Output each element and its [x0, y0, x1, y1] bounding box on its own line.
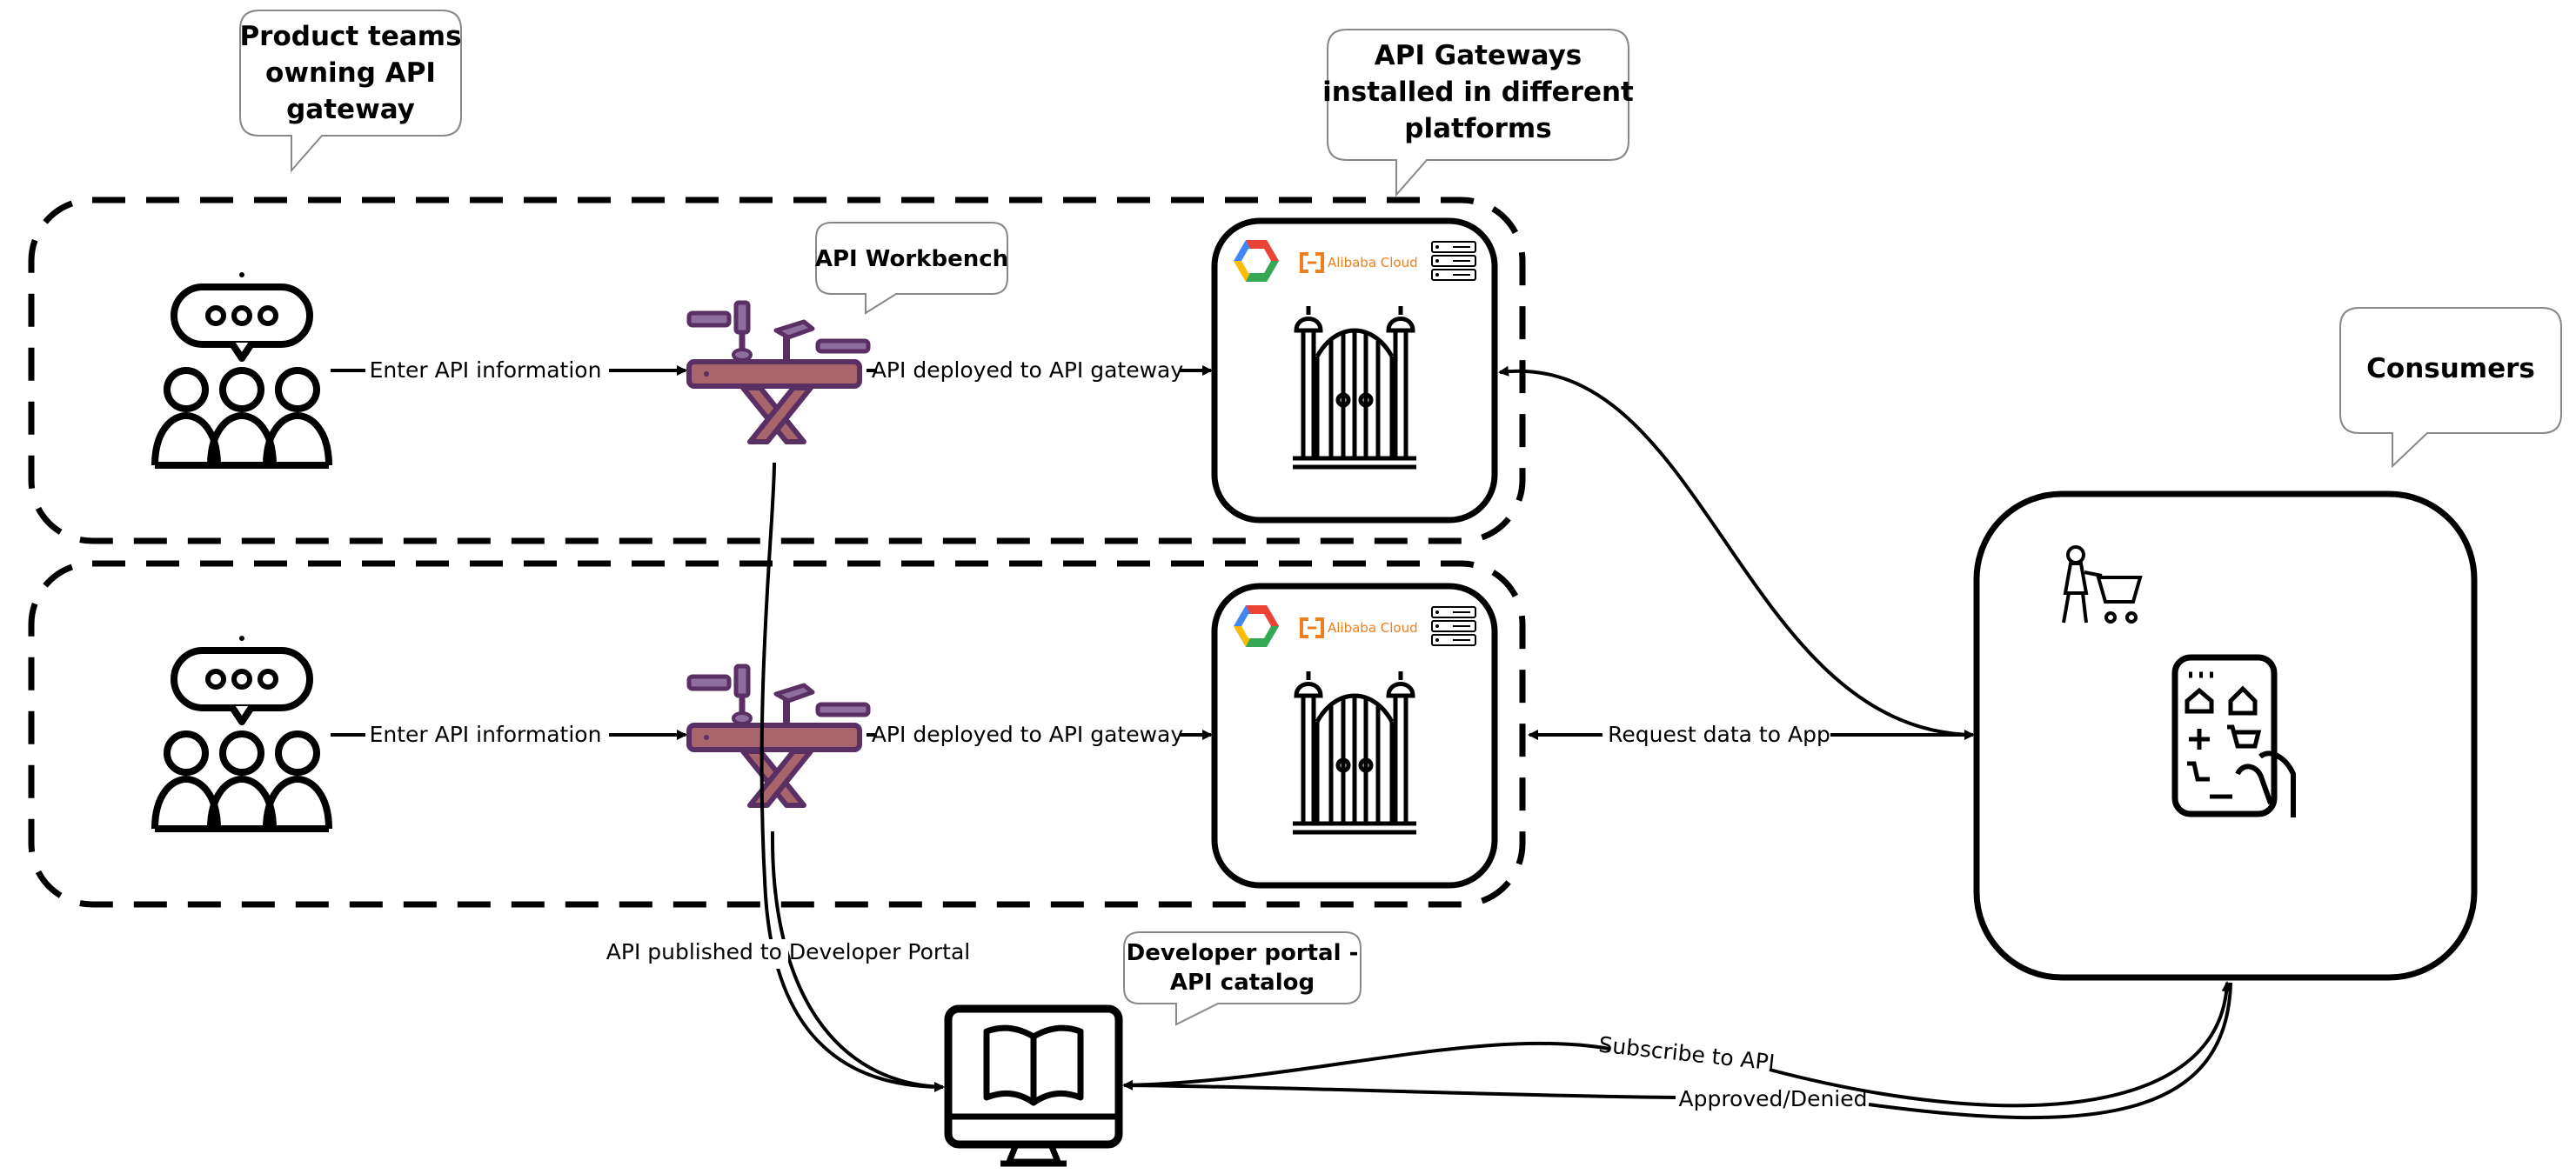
edge-label-deployed-1: API deployed to API gateway [872, 357, 1184, 383]
edge-label-request-data: Request data to App [1608, 722, 1830, 747]
edge-gateway-1-to-consumers [1498, 365, 1974, 737]
edge-label-subscribe: Subscribe to API [1597, 1031, 1776, 1075]
edge-label-deployed-2: API deployed to API gateway [872, 722, 1184, 747]
team-icon [155, 272, 329, 465]
callout-product-teams-line-1: Product teams [239, 21, 461, 52]
callout-product-teams: Product teams owning API gateway [239, 10, 462, 173]
callout-product-teams-line-3: gateway [286, 94, 415, 125]
alibaba-cloud-icon: Alibaba Cloud [1300, 617, 1418, 638]
callout-api-gateways-line-1: API Gateways [1375, 40, 1582, 71]
server-rack-icon [1431, 606, 1476, 646]
callout-developer-portal-line-1: Developer portal - [1127, 940, 1359, 966]
workbench-icon [689, 666, 868, 805]
callout-api-gateways-line-3: platforms [1404, 113, 1551, 144]
callout-api-gateways: API Gateways installed in different plat… [1322, 29, 1634, 197]
callout-api-workbench: API Workbench [815, 222, 1008, 315]
callout-developer-portal: Developer portal - API catalog [1123, 931, 1362, 1026]
callout-api-workbench-text: API Workbench [815, 246, 1008, 272]
alibaba-cloud-icon: Alibaba Cloud [1300, 252, 1418, 273]
edge-label-approved: Approved/Denied [1678, 1086, 1867, 1111]
edge-label-published: API published to Developer Portal [606, 939, 970, 964]
shopper-icon [2062, 545, 2143, 624]
edge-label-enter-api-1: Enter API information [370, 357, 602, 383]
consumers-box [1973, 490, 2478, 981]
monitor-book-icon [944, 1004, 1123, 1167]
team-icon [155, 636, 329, 829]
edge-published: API published to Developer Portal [606, 462, 970, 1092]
alibaba-cloud-text: Alibaba Cloud [1328, 620, 1418, 636]
callout-api-gateways-line-2: installed in different [1322, 77, 1634, 108]
edge-request-data: Request data to App [1528, 722, 1975, 747]
callout-developer-portal-line-2: API catalog [1170, 970, 1315, 996]
edge-enter-api-1: Enter API information [331, 357, 687, 383]
edge-deployed-1: API deployed to API gateway [866, 357, 1213, 383]
team-group-2 [28, 560, 1526, 908]
edge-label-enter-api-2: Enter API information [370, 722, 602, 747]
alibaba-cloud-text: Alibaba Cloud [1328, 255, 1418, 270]
workbench-icon [689, 303, 868, 442]
mobile-app-icon [2171, 654, 2296, 817]
callout-consumers-text: Consumers [2366, 353, 2535, 384]
server-rack-icon [1431, 241, 1476, 281]
callout-consumers: Consumers [2339, 307, 2562, 469]
callout-product-teams-line-2: owning API [265, 57, 436, 89]
api-gateway-box-2: Alibaba Cloud [1211, 583, 1498, 889]
edge-deployed-2: API deployed to API gateway [866, 722, 1213, 747]
edge-approved: Approved/Denied [1123, 982, 2232, 1120]
edge-enter-api-2: Enter API information [331, 722, 687, 747]
api-gateway-box-1: Alibaba Cloud [1211, 217, 1498, 524]
